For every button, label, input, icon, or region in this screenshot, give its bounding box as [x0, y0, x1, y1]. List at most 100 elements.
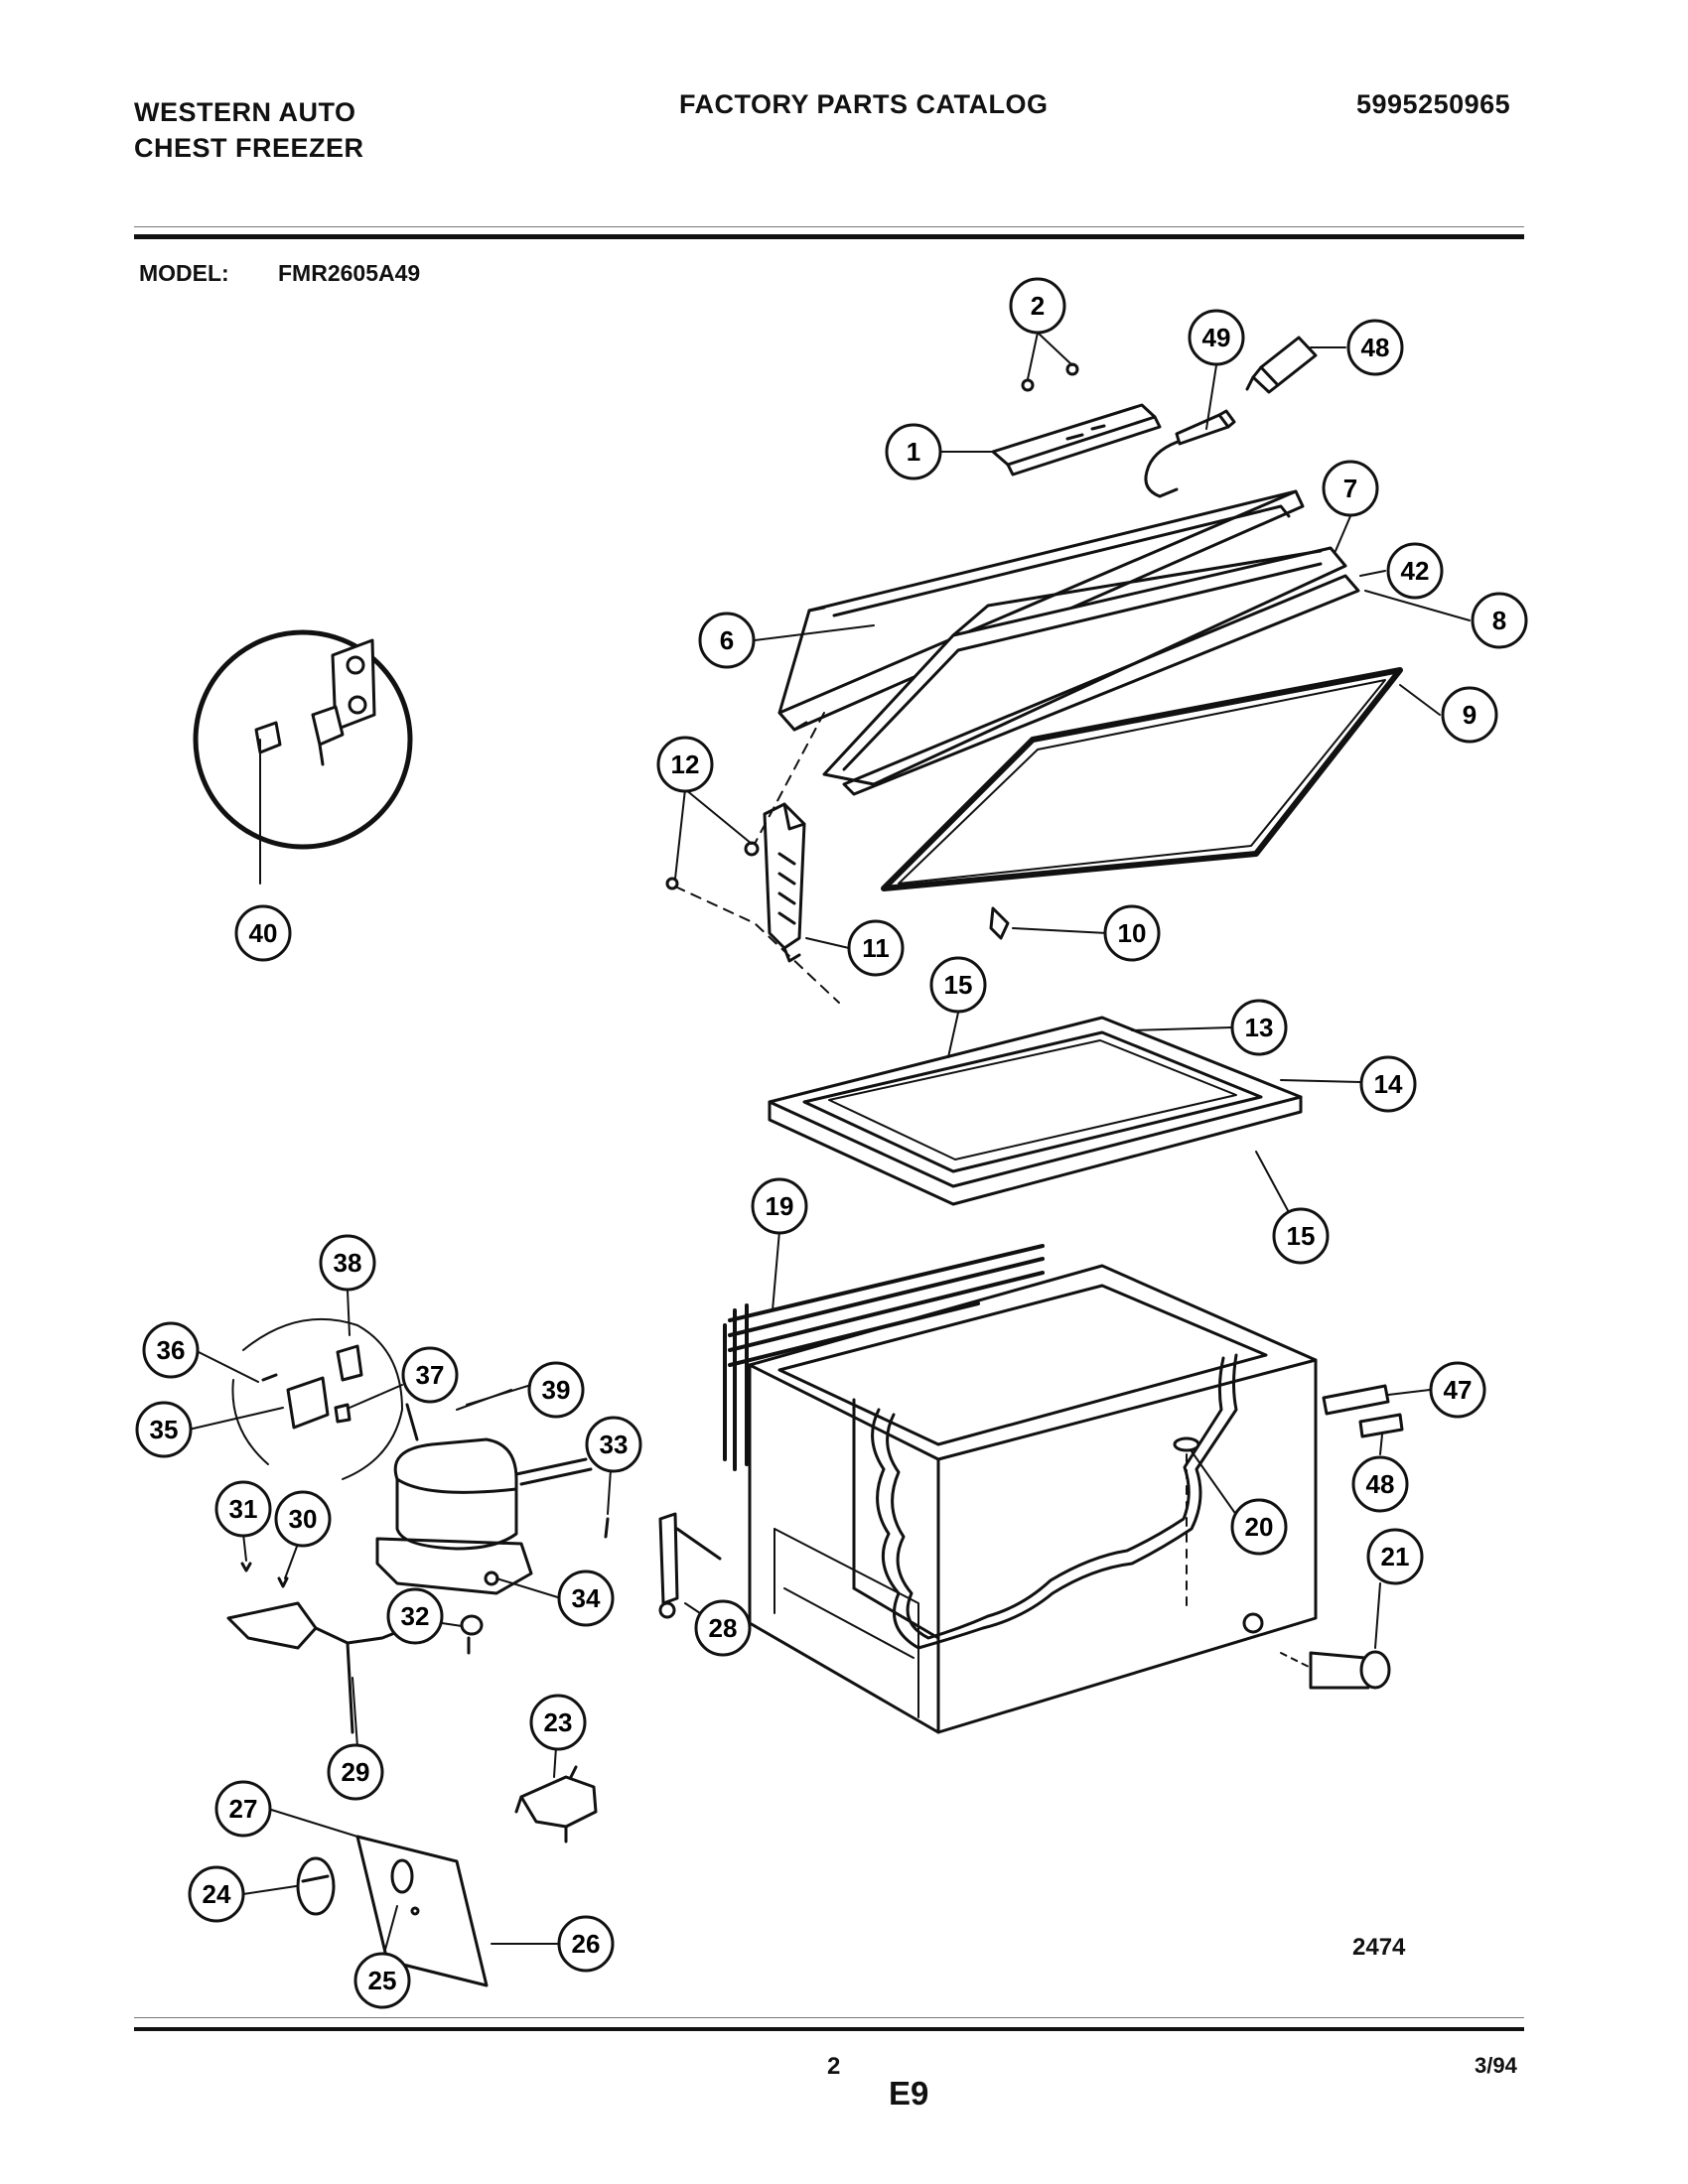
brand-line-1: WESTERN AUTO	[134, 97, 356, 127]
callout-20: 20	[1230, 1498, 1288, 1556]
callout-9-label: 9	[1463, 700, 1477, 730]
callout-27: 27	[214, 1780, 272, 1838]
thermostat-capillary-part	[658, 1512, 722, 1619]
brand-line-2: CHEST FREEZER	[134, 133, 364, 163]
callout-32: 32	[386, 1587, 444, 1645]
footer-rule	[134, 2027, 1524, 2031]
callout-25: 25	[353, 1952, 411, 2009]
callout-19-label: 19	[766, 1191, 794, 1221]
bulb-part	[1245, 336, 1318, 394]
callout-24-label: 24	[203, 1879, 231, 1909]
model-value: FMR2605A49	[278, 260, 421, 286]
screw-30	[277, 1576, 289, 1588]
grommet-part	[460, 1614, 484, 1655]
callout-23: 23	[529, 1694, 587, 1751]
callout-7: 7	[1322, 460, 1379, 517]
callout-10-label: 10	[1118, 918, 1147, 948]
callout-9: 9	[1441, 686, 1498, 744]
inset-circle-40	[193, 629, 413, 885]
plate-part	[355, 1835, 489, 1987]
callout-10: 10	[1103, 904, 1161, 962]
callout-24: 24	[188, 1865, 245, 1923]
trim-part-48	[1358, 1413, 1404, 1438]
thermostat-part	[514, 1765, 598, 1843]
callout-21-label: 21	[1381, 1542, 1410, 1571]
footer-rule-thin	[134, 2017, 1524, 2018]
callout-13-label: 13	[1245, 1013, 1274, 1042]
callout-25-label: 25	[368, 1966, 397, 1995]
callout-2: 2	[1009, 277, 1066, 335]
gasket-inner	[898, 679, 1386, 885]
callout-38: 38	[319, 1234, 376, 1292]
callout-29: 29	[327, 1743, 384, 1801]
callout-35: 35	[135, 1401, 193, 1458]
callout-11-label: 11	[862, 933, 890, 963]
callout-1: 1	[885, 423, 942, 480]
model-label: MODEL:	[139, 260, 229, 286]
callout-31: 31	[214, 1480, 272, 1538]
compressor-part	[375, 1403, 593, 1595]
callout-15a-label: 15	[944, 970, 973, 1000]
inset-circle-relay	[231, 1317, 403, 1480]
callout-48-label: 48	[1361, 333, 1390, 362]
callout-32-label: 32	[401, 1601, 430, 1631]
drain-part	[1173, 1436, 1200, 1452]
callout-30-label: 30	[289, 1504, 318, 1534]
foot-part	[1242, 1612, 1391, 1690]
drawing-number: 2474	[1352, 1934, 1406, 1961]
callout-48b: 48	[1351, 1455, 1409, 1513]
callout-49-label: 49	[1202, 323, 1231, 352]
callout-33: 33	[585, 1416, 642, 1473]
leader-lines	[188, 332, 1471, 1962]
callout-42: 42	[1386, 542, 1444, 600]
callout-6: 6	[698, 612, 756, 669]
callout-28: 28	[694, 1599, 752, 1657]
callout-8-label: 8	[1492, 606, 1506, 635]
callout-48: 48	[1346, 319, 1404, 376]
callout-21: 21	[1366, 1528, 1424, 1585]
screw-33	[604, 1517, 610, 1539]
callout-29-label: 29	[342, 1757, 370, 1787]
callout-15b-label: 15	[1287, 1221, 1316, 1251]
page-number: 2	[827, 2053, 841, 2080]
breaker-frame-part	[768, 1016, 1303, 1206]
screw-12a	[665, 877, 679, 890]
section-code: E9	[889, 2075, 929, 2112]
callout-42-label: 42	[1401, 556, 1430, 586]
hinge-part	[763, 802, 806, 963]
callout-15a: 15	[929, 956, 987, 1014]
callout-11: 11	[847, 919, 905, 977]
callout-39-label: 39	[542, 1375, 571, 1405]
callout-6-label: 6	[720, 625, 734, 655]
callout-13: 13	[1230, 999, 1288, 1056]
gasket-part	[881, 667, 1403, 891]
callout-48b-label: 48	[1366, 1469, 1395, 1499]
callout-23-label: 23	[544, 1707, 573, 1737]
callout-47: 47	[1429, 1361, 1486, 1419]
knob-part	[989, 906, 1010, 940]
cabinet-part	[748, 1264, 1318, 1734]
part-number: 5995250965	[1356, 89, 1511, 119]
lid-frame-part	[777, 489, 1305, 732]
callout-33-label: 33	[600, 1430, 629, 1459]
callout-40: 40	[234, 904, 292, 962]
callout-37: 37	[401, 1346, 459, 1404]
callout-38-label: 38	[334, 1248, 362, 1278]
revision-date: 3/94	[1475, 2053, 1517, 2078]
callout-31-label: 31	[229, 1494, 258, 1524]
callout-12: 12	[656, 736, 714, 793]
callout-27-label: 27	[229, 1794, 258, 1824]
callout-7-label: 7	[1343, 474, 1357, 503]
callout-39: 39	[527, 1361, 585, 1419]
callout-2-label: 2	[1031, 291, 1045, 321]
header-rule-thin	[134, 226, 1524, 227]
callout-14-label: 14	[1374, 1069, 1403, 1099]
callout-35-label: 35	[150, 1415, 179, 1444]
hinge-cover-part	[991, 403, 1162, 477]
callout-1-label: 1	[907, 437, 920, 467]
callout-34: 34	[557, 1570, 615, 1627]
condenser-coil-part	[723, 1244, 1045, 1471]
knob-part-24	[296, 1856, 336, 1916]
light-socket-part	[1144, 409, 1236, 498]
